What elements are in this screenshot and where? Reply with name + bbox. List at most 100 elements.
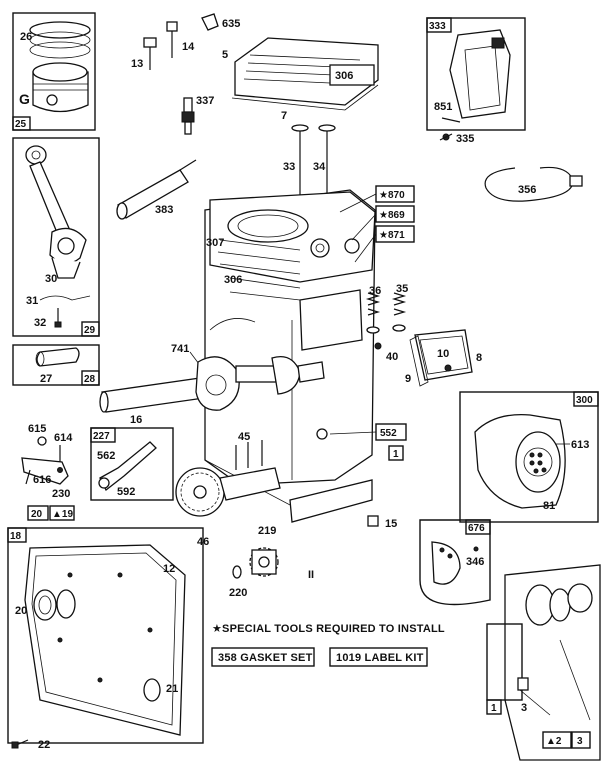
muffler-box-frame: [459, 391, 599, 523]
callout-335: 335: [456, 133, 474, 145]
governor-crank-box-frame: [90, 427, 174, 501]
callout-25: 25: [15, 119, 27, 130]
callout-869: ★869: [379, 210, 405, 221]
callout-552: 552: [380, 428, 397, 439]
piston-ring-icon: [29, 21, 91, 39]
crankcase-cover-icon: [24, 544, 186, 736]
callout-27: 27: [40, 373, 52, 385]
callout-15: 15: [385, 518, 397, 530]
callout-33: 33: [283, 161, 295, 173]
callout-14: 14: [182, 41, 195, 53]
callout-614: 614: [54, 432, 73, 444]
callout-II: II: [308, 569, 314, 581]
drain-plug: 15: [367, 515, 397, 530]
special-tools-note: ★SPECIAL TOOLS REQUIRED TO INSTALL: [212, 623, 445, 635]
callout-28: 28: [84, 374, 96, 385]
valve-spring-icon: [365, 292, 381, 316]
gasket-callouts: ★870 ★869 ★871: [339, 185, 415, 263]
callout-5: 5: [222, 49, 228, 61]
callout-1-side: 1: [491, 703, 497, 714]
callout-871: ★871: [379, 230, 405, 241]
callout-1-block: 1: [393, 449, 399, 460]
gasket-set-box: [211, 647, 315, 667]
shroud-assembly: 333 851 335: [426, 17, 526, 145]
pin-box-frame: [12, 344, 100, 386]
muffler-assembly: 300 613 81: [459, 391, 599, 523]
callout-337: 337: [196, 95, 214, 107]
cam-gear-assembly: 45 46: [175, 431, 281, 548]
callout-34: 34: [313, 161, 326, 173]
crankshaft-icon: [101, 377, 205, 413]
callout-333: 333: [429, 21, 446, 32]
spark-plug-icon: [183, 97, 193, 113]
callout-45: 45: [238, 431, 250, 443]
callout-356: 356: [518, 184, 536, 196]
callout-383: 383: [155, 204, 173, 216]
callout-40: 40: [386, 351, 398, 363]
governor-linkage: 615 614 616 230: [21, 423, 73, 500]
governor-clip-icon: [37, 436, 47, 446]
callout-35: 35: [396, 283, 408, 295]
callout-306-head: 306: [335, 70, 353, 82]
cylinder-head-icon: [234, 37, 379, 106]
callout-227: 227: [93, 431, 110, 442]
callout-26: 26: [20, 31, 32, 43]
callout-870: ★870: [379, 190, 405, 201]
callout-635: 635: [222, 18, 240, 30]
callout-21: 21: [166, 683, 178, 695]
callout-8: 8: [476, 352, 482, 364]
box-552: 552 1: [316, 423, 407, 461]
drain-plug-icon: [367, 515, 379, 527]
callout-22: 22: [38, 739, 50, 751]
callout-10: 10: [437, 348, 449, 360]
label-kit-box: [329, 647, 428, 667]
cam-plate-assembly: 676 346: [419, 519, 491, 606]
breather-assembly: 10 8 9: [405, 329, 482, 387]
connecting-rod-assembly: 30 31 32 29: [12, 137, 100, 337]
callout-81: 81: [543, 500, 555, 512]
crankshaft: 16: [99, 355, 325, 426]
callout-19: ▲19: [52, 509, 73, 520]
callout-9: 9: [405, 373, 411, 385]
callout-613: 613: [571, 439, 589, 451]
valves: 33 34: [283, 124, 336, 212]
callout-676: 676: [468, 523, 485, 534]
callout-346: 346: [466, 556, 484, 568]
callout-20-top: 20: [31, 509, 43, 520]
callout-20: 20: [15, 605, 27, 617]
callout-306-block: 306: [224, 274, 242, 286]
head-bolts: 13 14: [131, 21, 195, 70]
callout-219: 219: [258, 525, 276, 537]
governor-crank-assembly: 227 562 592: [90, 427, 174, 501]
callout-3-side: 3: [521, 702, 527, 714]
callout-562: 562: [97, 450, 115, 462]
spark-plug: 337: [181, 95, 214, 135]
callout-36: 36: [369, 285, 381, 297]
callout-3: 3: [577, 736, 583, 747]
breather-tube: 635: [201, 13, 240, 31]
cylinder-head: 5 306 7: [222, 37, 379, 122]
callout-307: 307: [206, 237, 224, 249]
cam-plate-box-frame: [419, 519, 491, 606]
notes: ★SPECIAL TOOLS REQUIRED TO INSTALL 358 G…: [211, 623, 445, 667]
cam-plate-icon: [431, 541, 461, 585]
partial-engine-view: 1 3 ▲2 3: [486, 564, 601, 761]
ground-wire: 356: [484, 166, 583, 202]
governor-crank-icon: [99, 441, 157, 491]
callout-230: 230: [52, 488, 70, 500]
callout-616: 616: [33, 474, 51, 486]
reamer-tool-icon: [117, 169, 189, 219]
rod-lock-icon: [39, 295, 91, 301]
callout-13: 13: [131, 58, 143, 70]
governor-gear: 219 220 II: [229, 525, 314, 599]
callout-29: 29: [84, 325, 96, 336]
callout-31: 31: [26, 295, 38, 307]
callout-741: 741: [171, 343, 189, 355]
callout-G: G: [19, 91, 30, 107]
exhaust-valve-icon: [318, 124, 336, 132]
callout-12: 12: [163, 563, 175, 575]
label-kit-label: 1019 LABEL KIT: [336, 652, 424, 664]
callout-2: ▲2: [546, 736, 562, 747]
